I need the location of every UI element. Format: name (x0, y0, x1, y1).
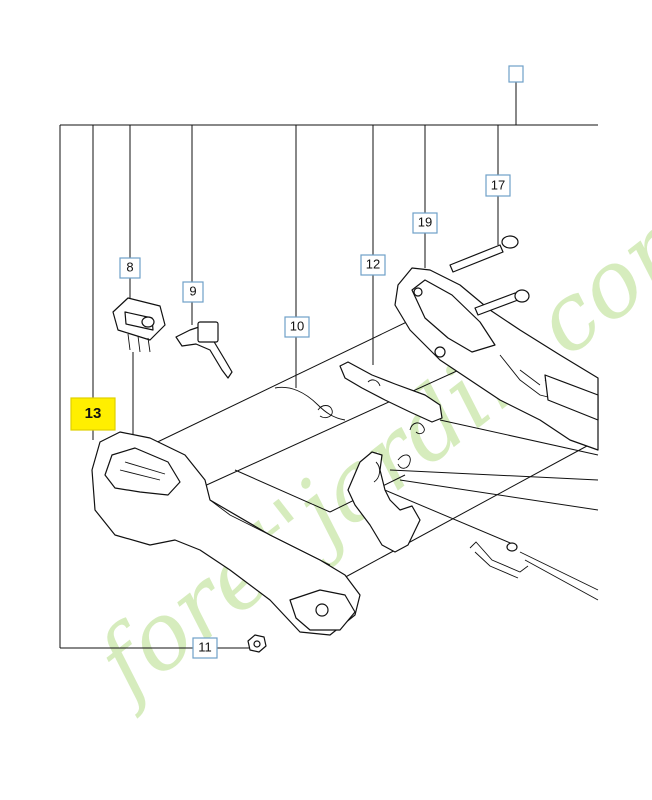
part-9-lever (175, 321, 233, 379)
callout-13-label: 13 (85, 405, 102, 422)
callout-top-partial (508, 65, 524, 83)
callout-8: 8 (119, 257, 141, 279)
part-10-spring (274, 386, 425, 435)
callout-10-label: 10 (290, 318, 304, 333)
callout-11-label: 11 (198, 639, 212, 654)
callout-8-label: 8 (126, 259, 133, 274)
leader-lines (59, 82, 599, 649)
part-17-screws (449, 235, 530, 316)
callout-12: 12 (360, 254, 386, 276)
callout-9: 9 (182, 281, 204, 303)
trigger-lever (347, 451, 421, 553)
callout-9-label: 9 (189, 283, 196, 298)
callout-17: 17 (485, 174, 511, 197)
callout-17-label: 17 (491, 177, 505, 192)
part-19-handle-half (394, 267, 599, 451)
callout-11: 11 (192, 637, 218, 659)
part-13-handle (91, 431, 361, 636)
part-11-nut (247, 634, 267, 653)
cable-assembly (469, 541, 599, 601)
callout-10: 10 (284, 316, 310, 338)
callout-19-label: 19 (418, 214, 432, 229)
part-12-trigger (339, 361, 443, 423)
callout-12-label: 12 (366, 256, 380, 271)
callout-19: 19 (412, 212, 438, 234)
part-8-switch (112, 297, 166, 353)
callout-13: 13 (70, 397, 116, 431)
